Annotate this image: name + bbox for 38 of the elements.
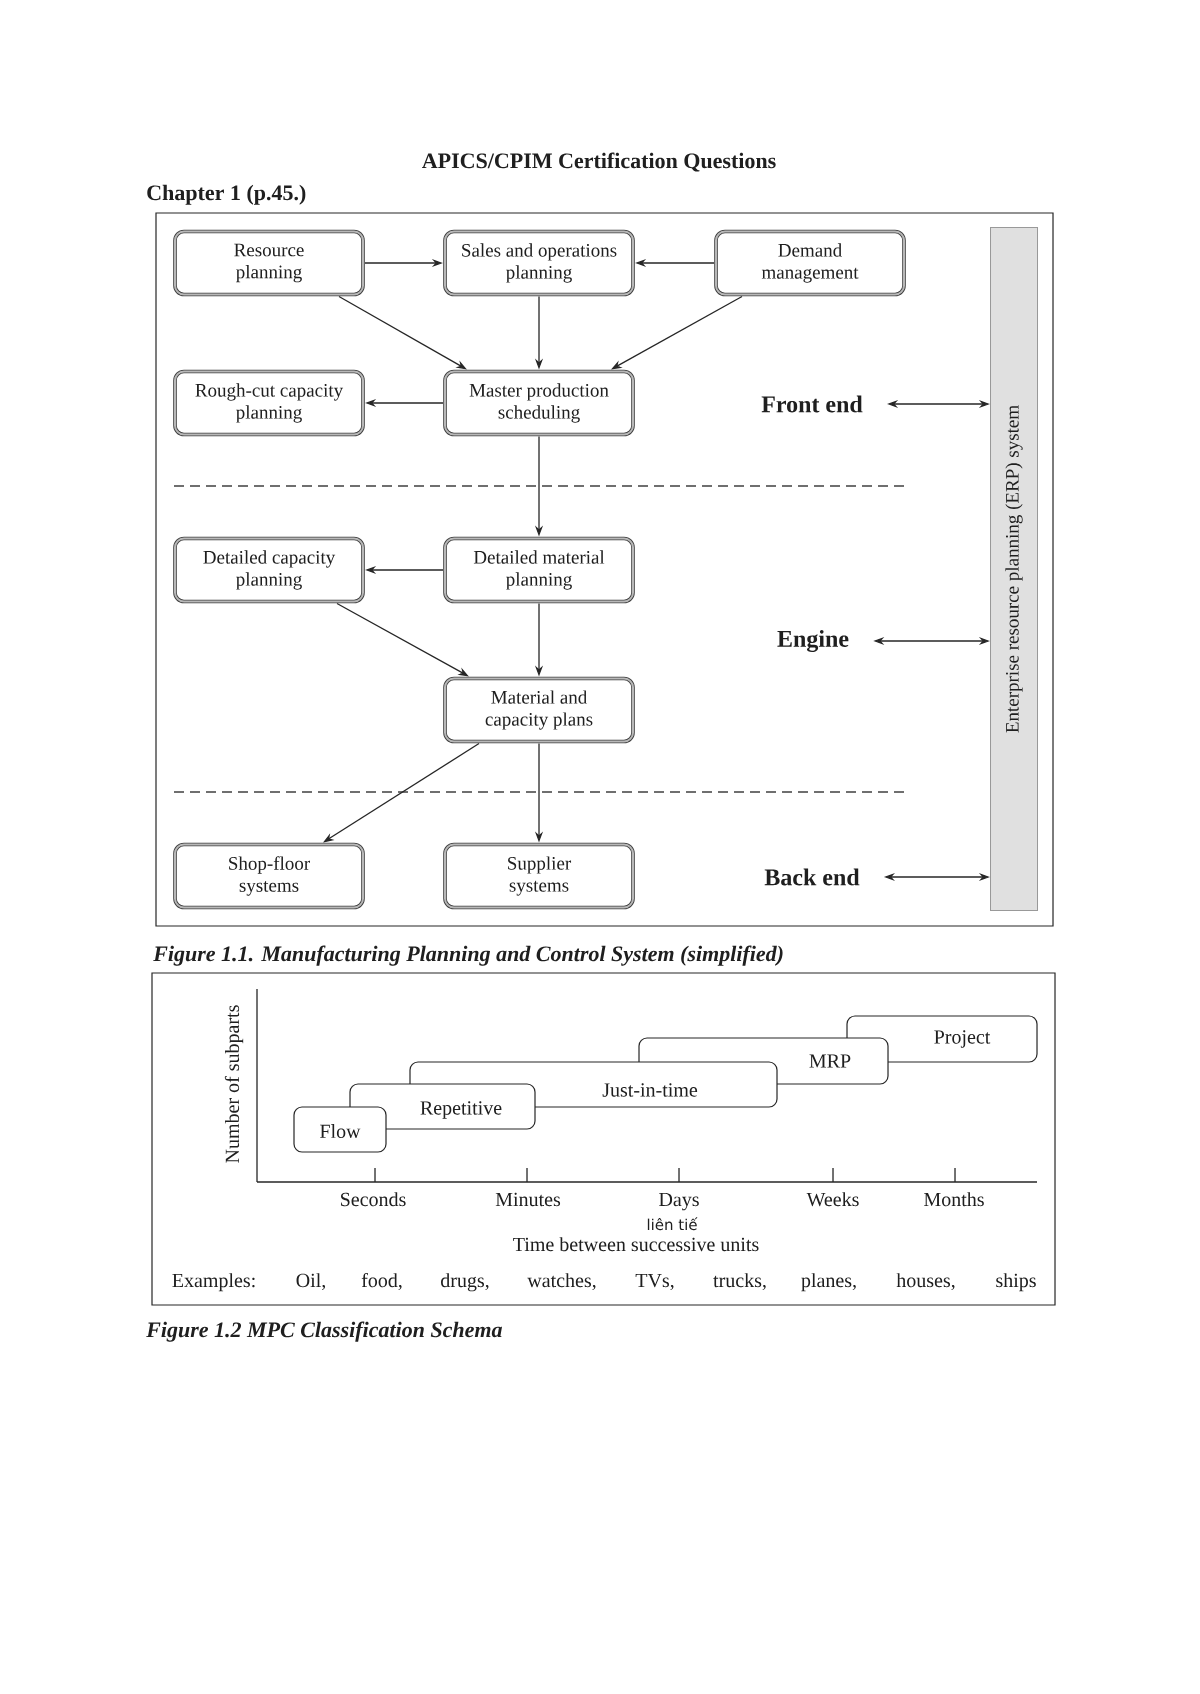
row-label: Examples:	[172, 1273, 255, 1292]
axis-title: Number of subparts	[224, 1005, 244, 1163]
vertical-band: Enterprise resource planning (ERP) system	[990, 227, 1038, 911]
process-box: Demand management	[714, 229, 906, 297]
example-label: food,	[361, 1272, 402, 1291]
section-label: Front end	[761, 395, 863, 413]
example-label: houses,	[896, 1273, 955, 1291]
tick-label: Days	[659, 1192, 699, 1211]
range-box: Flow	[293, 1106, 387, 1153]
axis-title: Time between successive units	[513, 1237, 759, 1252]
process-box: Material and capacity plans	[443, 676, 635, 744]
section-label: Engine	[777, 630, 849, 652]
section-label: Back end	[764, 868, 860, 886]
figure-caption: Figure 1.2 MPC Classification Schema	[146, 1321, 502, 1342]
figure-caption: Figure 1.1. Manufacturing Planning and Control System (simplified)	[153, 945, 783, 966]
example-label: drugs,	[441, 1273, 489, 1292]
example-label: planes,	[801, 1273, 856, 1292]
process-box: Sales and operations planning	[443, 229, 635, 297]
tick-label: Weeks	[806, 1192, 859, 1207]
process-box: Shop-floor systems	[173, 842, 365, 910]
tick-label: Months	[924, 1192, 984, 1207]
arrow	[323, 742, 480, 843]
tick-label: Minutes	[495, 1192, 561, 1207]
page-title: APICS/CPIM Certification Questions	[422, 152, 776, 172]
annotation: liên tiế	[647, 1217, 698, 1231]
process-box: Detailed material planning	[443, 536, 635, 604]
process-box: Supplier systems	[443, 842, 635, 910]
example-label: TVs,	[635, 1273, 674, 1291]
process-box: Resource planning	[173, 229, 365, 297]
example-label: ships	[996, 1273, 1036, 1292]
example-label: watches,	[527, 1273, 596, 1291]
process-box: Rough-cut capacity planning	[173, 369, 365, 437]
example-label: trucks,	[713, 1273, 766, 1291]
heading: Chapter 1 (p.45.)	[147, 184, 306, 205]
process-box: Detailed capacity planning	[173, 536, 365, 604]
process-box: Master production scheduling	[443, 369, 635, 437]
tick-label: Seconds	[341, 1192, 406, 1207]
example-label: Oil,	[296, 1273, 325, 1291]
